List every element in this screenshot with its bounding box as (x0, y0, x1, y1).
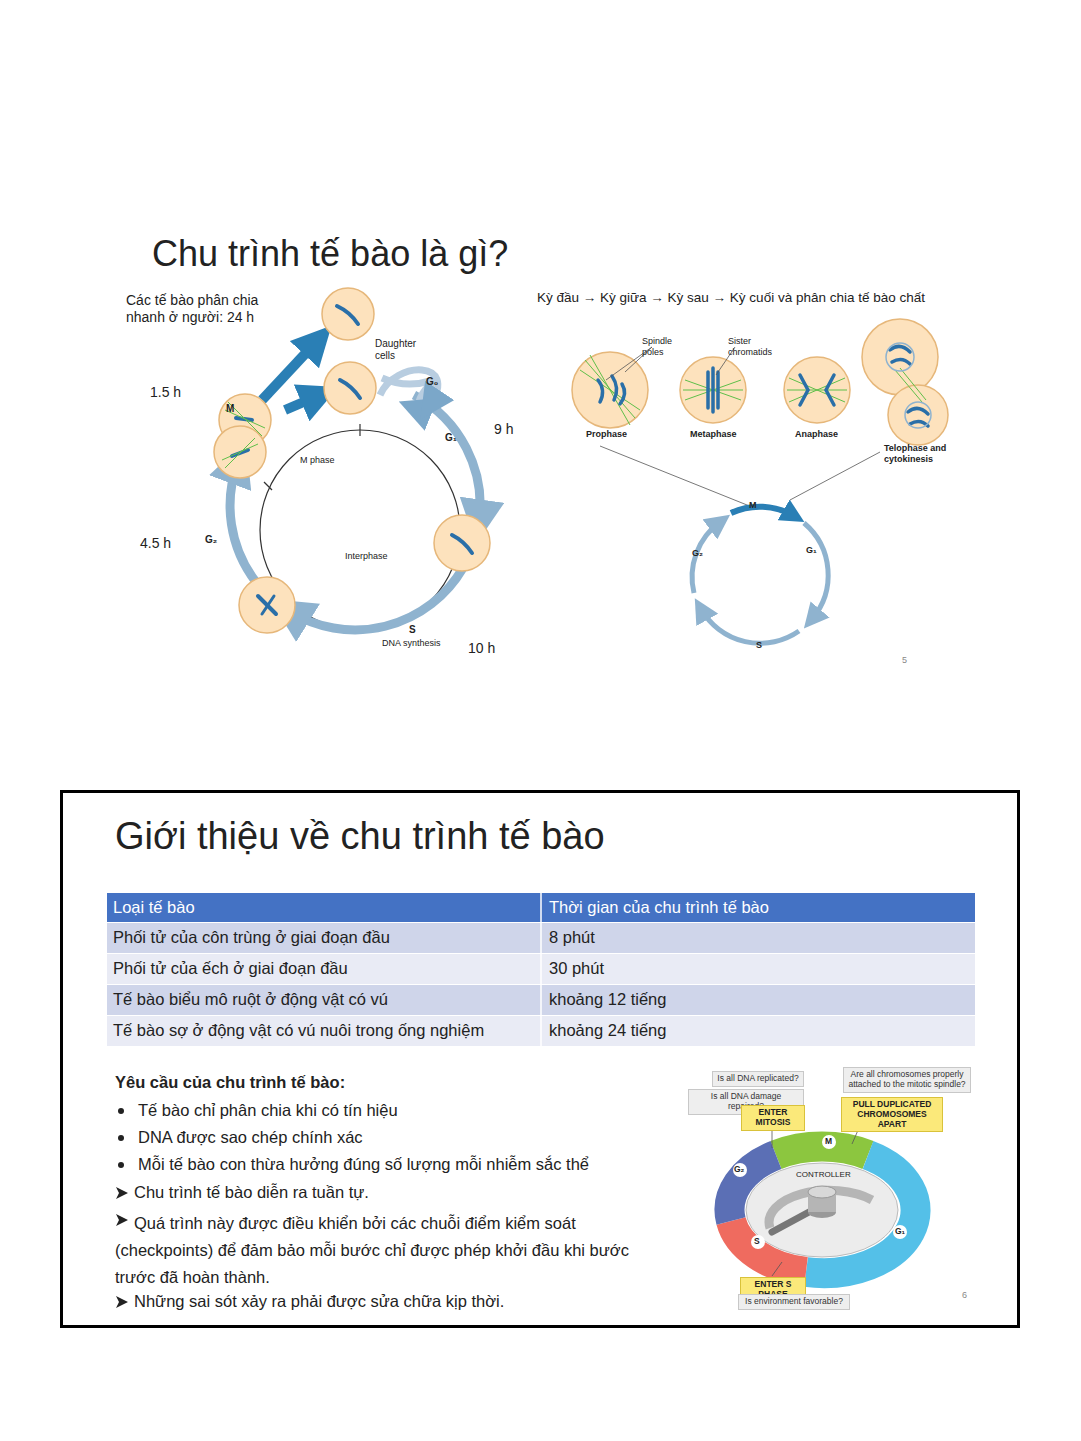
phase-label: G₂ (692, 548, 703, 559)
controller-wheel (730, 1135, 916, 1273)
table-cell: Tế bào sợ ở động vật có vú nuôi trong ốn… (113, 1021, 484, 1041)
table-cell: Tế bào biểu mô ruột ở động vật có vú (113, 990, 388, 1010)
stage-label: Metaphase (690, 429, 737, 440)
page-number: 5 (902, 655, 907, 666)
phase-label: G₁ (445, 432, 457, 444)
checkpoint-question: Is all DNA replicated? (712, 1071, 804, 1087)
spindle (222, 402, 265, 468)
duration: 9 h (494, 421, 513, 438)
mitosis-cells (572, 319, 948, 445)
checkpoint-callout: PULL DUPLICATED CHROMOSOMES APART (841, 1097, 943, 1132)
duration: 4.5 h (140, 535, 171, 552)
phase-label: G₁ (895, 1226, 905, 1236)
table-cell: Phối tử của ếch ở giai đoạn đầu (113, 959, 348, 979)
table-cell: khoảng 12 tiếng (549, 990, 666, 1010)
cell-label: Daughter cells (375, 338, 435, 362)
phase-label: DNA synthesis (382, 638, 441, 649)
controller-leaders (772, 1120, 862, 1276)
list-item: Chu trình tế bào diễn ra tuần tự. (134, 1183, 369, 1203)
checkpoint-callout: ENTER MITOSIS (741, 1105, 805, 1131)
phase-label: G₀ (426, 376, 438, 388)
stage-sequence: Kỳ đầu → Kỳ giữa → Kỳ sau → Kỳ cuối và p… (537, 290, 925, 306)
callout-text: PULL DUPLICATED CHROMOSOMES APART (845, 1100, 939, 1129)
callout-text: Are all chromosomes properly attached to… (847, 1070, 967, 1090)
note: Các tế bào phân chia nhanh ở người: 24 h (126, 292, 291, 326)
table-header: Thời gian của chu trình tế bào (549, 898, 769, 918)
stage-label: Telophase and cytokinesis (884, 443, 964, 465)
list-item: DNA được sao chép chính xác (138, 1128, 363, 1148)
list-heading: Yêu cầu của chu trình tế bào: (115, 1073, 345, 1093)
nucleus (905, 402, 931, 428)
phase-label: S (409, 624, 416, 636)
controller-label: CONTROLLER (796, 1170, 851, 1180)
list-item: Mỗi tế bào con thừa hưởng đúng số lượng … (138, 1155, 589, 1175)
region-label: Interphase (345, 551, 388, 562)
table-cell: khoảng 24 tiếng (549, 1021, 666, 1041)
page-number: 6 (962, 1290, 967, 1301)
list-item: Những sai sót xảy ra phải được sửa chữa … (134, 1292, 504, 1312)
mitosis-chromosomes (598, 346, 928, 426)
phase-label: S (754, 1236, 760, 1246)
callout-text: Is all DNA replicated? (716, 1074, 800, 1084)
callout-text: ENTER MITOSIS (745, 1108, 801, 1128)
phase-label: S (756, 640, 762, 651)
duration: 1.5 h (150, 384, 181, 401)
table-cell: 30 phút (549, 959, 604, 979)
chromosomes (232, 306, 472, 614)
phase-label: G₂ (205, 534, 217, 546)
stage-label: Prophase (586, 429, 627, 440)
stage-label: Anaphase (795, 429, 838, 440)
table-cell: Phối tử của côn trùng ở giai đoạn đầu (113, 928, 390, 948)
table-header: Loại tế bào (113, 898, 195, 918)
slide-heading: Giới thiệu về chu trình tế bào (115, 815, 605, 858)
duration: 10 h (468, 640, 495, 657)
slide-frame: Giới thiệu về chu trình tế bào Is all DNA… (60, 790, 1020, 1328)
checkpoint-question: Are all chromosomes properly attached to… (843, 1067, 971, 1093)
part-label: Spindle poles (642, 336, 692, 358)
phase-label: M (226, 403, 234, 415)
part-label: Sister chromatids (728, 336, 783, 358)
list-item: Quá trình này được điều khiển bởi các ch… (115, 1210, 663, 1291)
cells (214, 288, 490, 633)
leader-lines (600, 347, 880, 507)
callout-text: Is environment favorable? (742, 1297, 846, 1307)
phase-label: G₁ (806, 545, 817, 556)
checkpoint-question: Is environment favorable? (738, 1294, 850, 1310)
small-cycle (692, 507, 828, 644)
phase-label: M (825, 1136, 832, 1146)
table-cell: 8 phút (549, 928, 595, 948)
nucleus (886, 343, 914, 371)
phase-label: G₂ (734, 1164, 744, 1174)
region-label: M phase (300, 455, 335, 466)
table (107, 893, 975, 1046)
list-item: Tế bào chỉ phân chia khi có tín hiệu (138, 1101, 398, 1121)
phase-label: M (749, 500, 757, 511)
slide-title: Chu trình tế bào là gì? (152, 232, 508, 275)
